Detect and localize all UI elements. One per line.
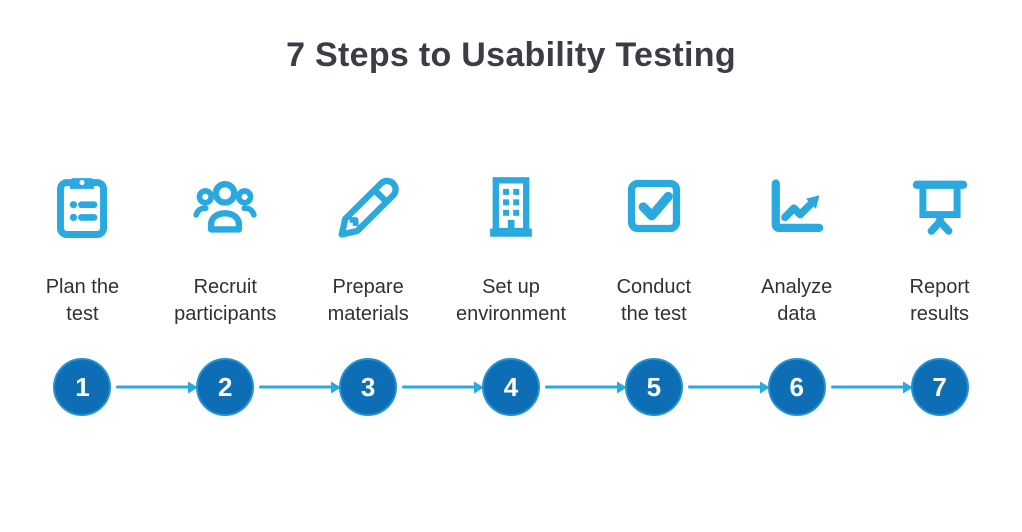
step-marker-4: 4 — [440, 358, 618, 416]
step-label-5: Conduct the test — [616, 276, 692, 325]
step-marker-3: 3 — [297, 358, 475, 416]
people-group-icon — [187, 160, 263, 252]
clipboard-icon — [44, 160, 120, 252]
step-label-1: Plan the test — [45, 276, 120, 325]
steps-row: Plan the test 1 Recruit — [11, 160, 1011, 416]
pencil-icon — [330, 160, 406, 252]
building-icon — [473, 160, 549, 252]
step-marker-6: 6 — [725, 358, 904, 416]
checkbox-icon — [616, 160, 692, 252]
step-label-3: Prepare materials — [327, 276, 409, 325]
step-column-4: Set up environment 4 — [440, 160, 618, 416]
step-column-3: Prepare materials 3 — [297, 160, 475, 416]
arrow-connector-icon — [544, 385, 618, 389]
step-marker-2: 2 — [154, 358, 333, 416]
step-number-badge: 4 — [481, 358, 540, 416]
line-chart-icon — [759, 160, 835, 252]
step-column-7: Report results 7 — [868, 160, 1011, 416]
page-title: 7 Steps to Usability Testing — [286, 36, 736, 74]
arrow-connector-icon — [259, 385, 333, 389]
arrow-connector-icon — [687, 385, 761, 389]
presentation-icon — [902, 160, 978, 252]
step-marker-1: 1 — [11, 358, 190, 416]
step-label-2: Recruit participants — [174, 276, 277, 325]
step-label-4: Set up environment — [455, 276, 567, 325]
step-number-badge: 6 — [767, 358, 826, 416]
step-number-badge: 2 — [196, 358, 255, 416]
step-marker-5: 5 — [582, 358, 761, 416]
step-number-badge: 1 — [53, 358, 112, 416]
arrow-connector-icon — [402, 385, 475, 389]
step-marker-7: 7 — [868, 358, 1011, 416]
step-number-badge: 7 — [910, 358, 969, 416]
step-column-2: Recruit participants 2 — [154, 160, 333, 416]
step-column-6: Analyze data 6 — [725, 160, 904, 416]
step-number-badge: 3 — [339, 358, 398, 416]
step-column-1: Plan the test 1 — [11, 160, 190, 416]
arrow-connector-icon — [830, 385, 904, 389]
step-label-7: Report results — [909, 276, 970, 325]
step-number-badge: 5 — [624, 358, 683, 416]
step-label-6: Analyze data — [761, 276, 833, 325]
arrow-connector-icon — [116, 385, 190, 389]
step-column-5: Conduct the test 5 — [582, 160, 761, 416]
